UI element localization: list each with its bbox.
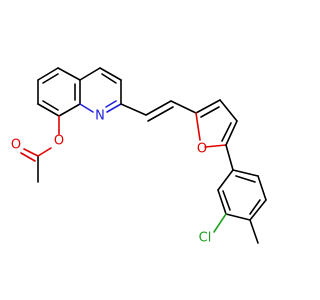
bond: [57, 67, 81, 81]
bond: [225, 213, 251, 221]
bond: [20, 152, 36, 162]
bond: [221, 122, 232, 142]
atom-label-n: N: [95, 109, 105, 124]
bond: [249, 199, 267, 221]
bond: [213, 213, 227, 233]
bond: [101, 73, 117, 84]
bond: [37, 103, 60, 117]
bond: [225, 144, 234, 171]
bond: [99, 67, 122, 81]
bond: [147, 106, 174, 122]
bond: [106, 103, 122, 113]
bond: [225, 120, 238, 146]
atom-label-o-carbonyl: O: [11, 138, 21, 153]
atom-label-o-ester: O: [54, 134, 64, 149]
bond: [120, 103, 147, 116]
bond: [37, 67, 59, 81]
bond: [257, 175, 267, 201]
bond: [42, 100, 59, 111]
bond: [249, 199, 261, 215]
bond: [219, 99, 238, 122]
bond: [235, 175, 256, 183]
bond: [232, 169, 259, 177]
bond: [37, 147, 52, 157]
bond: [222, 190, 231, 211]
bond: [217, 189, 227, 215]
bond: [195, 112, 201, 141]
bond: [170, 100, 197, 114]
bond: [58, 103, 81, 117]
bond: [204, 144, 227, 148]
bond: [200, 106, 220, 118]
bond: [217, 169, 234, 191]
atom-label-cl: Cl: [199, 231, 212, 246]
bond: [23, 148, 39, 157]
bond: [249, 219, 259, 244]
bond: [195, 99, 221, 114]
atom-label-o-furan: O: [197, 142, 207, 157]
bond: [42, 73, 59, 84]
bond: [145, 100, 172, 116]
molecule-structure: N O O O Cl: [11, 67, 267, 246]
bond: [79, 103, 94, 113]
bond: [79, 67, 101, 81]
bond: [105, 100, 117, 108]
